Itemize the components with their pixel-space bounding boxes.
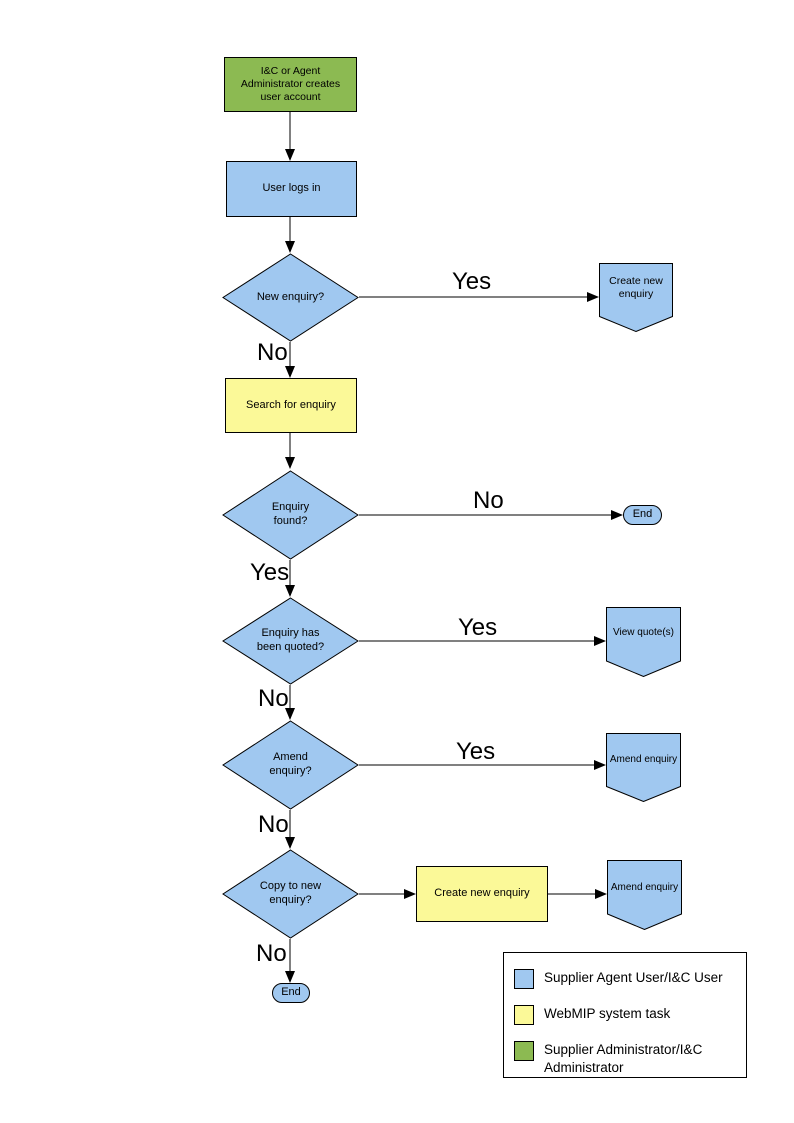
decision-label: Copy to new enquiry? xyxy=(259,880,322,906)
edge-label-no: No xyxy=(257,339,288,366)
pentagon-shape xyxy=(599,263,673,332)
pentagon-shape xyxy=(607,860,682,930)
terminator-end-right: End xyxy=(623,505,662,525)
terminator-end-bottom: End xyxy=(272,983,310,1003)
process-label: Search for enquiry xyxy=(246,398,336,411)
process-label: User logs in xyxy=(262,182,321,195)
decision-enquiry-quoted: Enquiry has been quoted? xyxy=(222,597,359,685)
decision-enquiry-found: Enquiry found? xyxy=(222,470,359,560)
legend-label: Supplier Administrator/I&C Administrator xyxy=(544,1042,703,1075)
diamond-shape xyxy=(222,253,359,342)
legend-swatch-blue xyxy=(514,969,534,989)
legend-swatch-green xyxy=(514,1041,534,1061)
process-user-logs-in: User logs in xyxy=(226,161,357,217)
diamond-shape xyxy=(222,597,359,685)
process-label: I&C or Agent Administrator creates user … xyxy=(240,64,341,104)
decision-amend-enquiry: Amend enquiry? xyxy=(222,720,359,810)
offpage-view-quotes: View quote(s) xyxy=(606,607,681,677)
edge-label-yes: Yes xyxy=(250,559,290,586)
edge-label-no: No xyxy=(258,685,289,712)
process-admin-creates-account: I&C or Agent Administrator creates user … xyxy=(224,57,357,112)
offpage-amend-enquiry-side: Amend enquiry xyxy=(606,733,681,802)
edge-label-yes: Yes xyxy=(452,268,492,295)
decision-copy-to-new-enquiry: Copy to new enquiry? xyxy=(222,849,359,939)
legend-label: WebMIP system task xyxy=(544,1006,671,1021)
pentagon-shape xyxy=(606,733,681,802)
offpage-label: View quote(s) xyxy=(613,627,674,638)
decision-label: New enquiry? xyxy=(256,290,325,303)
edge-label-no: No xyxy=(256,940,287,967)
diamond-shape xyxy=(222,470,359,560)
system-create-new-enquiry: Create new enquiry xyxy=(416,866,548,922)
edge-label-yes: Yes xyxy=(456,738,496,765)
system-search-for-enquiry: Search for enquiry xyxy=(225,378,357,433)
legend-item-user: Supplier Agent User/I&C User xyxy=(514,969,739,989)
decision-new-enquiry: New enquiry? xyxy=(222,253,359,342)
process-label: Create new enquiry xyxy=(434,887,530,900)
pentagon-shape xyxy=(606,607,681,677)
decision-label: Enquiry found? xyxy=(271,501,310,527)
legend-box: Supplier Agent User/I&C User WebMIP syst… xyxy=(503,952,747,1078)
edge-label-no: No xyxy=(473,487,504,514)
legend-item-system: WebMIP system task xyxy=(514,1005,739,1025)
decision-label: Enquiry has been quoted? xyxy=(256,627,325,653)
offpage-amend-enquiry-bottom: Amend enquiry xyxy=(607,860,682,930)
diamond-shape xyxy=(222,849,359,939)
legend-swatch-yellow xyxy=(514,1005,534,1025)
legend-item-admin: Supplier Administrator/I&C Administrator xyxy=(514,1041,739,1076)
offpage-label: Create new enquiry xyxy=(609,275,663,301)
terminator-label: End xyxy=(281,986,301,999)
terminator-label: End xyxy=(632,508,653,521)
legend-label: Supplier Agent User/I&C User xyxy=(544,970,723,985)
offpage-create-new-enquiry: Create new enquiry xyxy=(599,263,673,332)
decision-label: Amend enquiry? xyxy=(269,751,312,777)
diamond-shape xyxy=(222,720,359,810)
edge-label-yes: Yes xyxy=(458,614,498,641)
offpage-label: Amend enquiry xyxy=(610,882,679,893)
offpage-label: Amend enquiry xyxy=(609,754,678,765)
edge-label-no: No xyxy=(258,811,289,838)
